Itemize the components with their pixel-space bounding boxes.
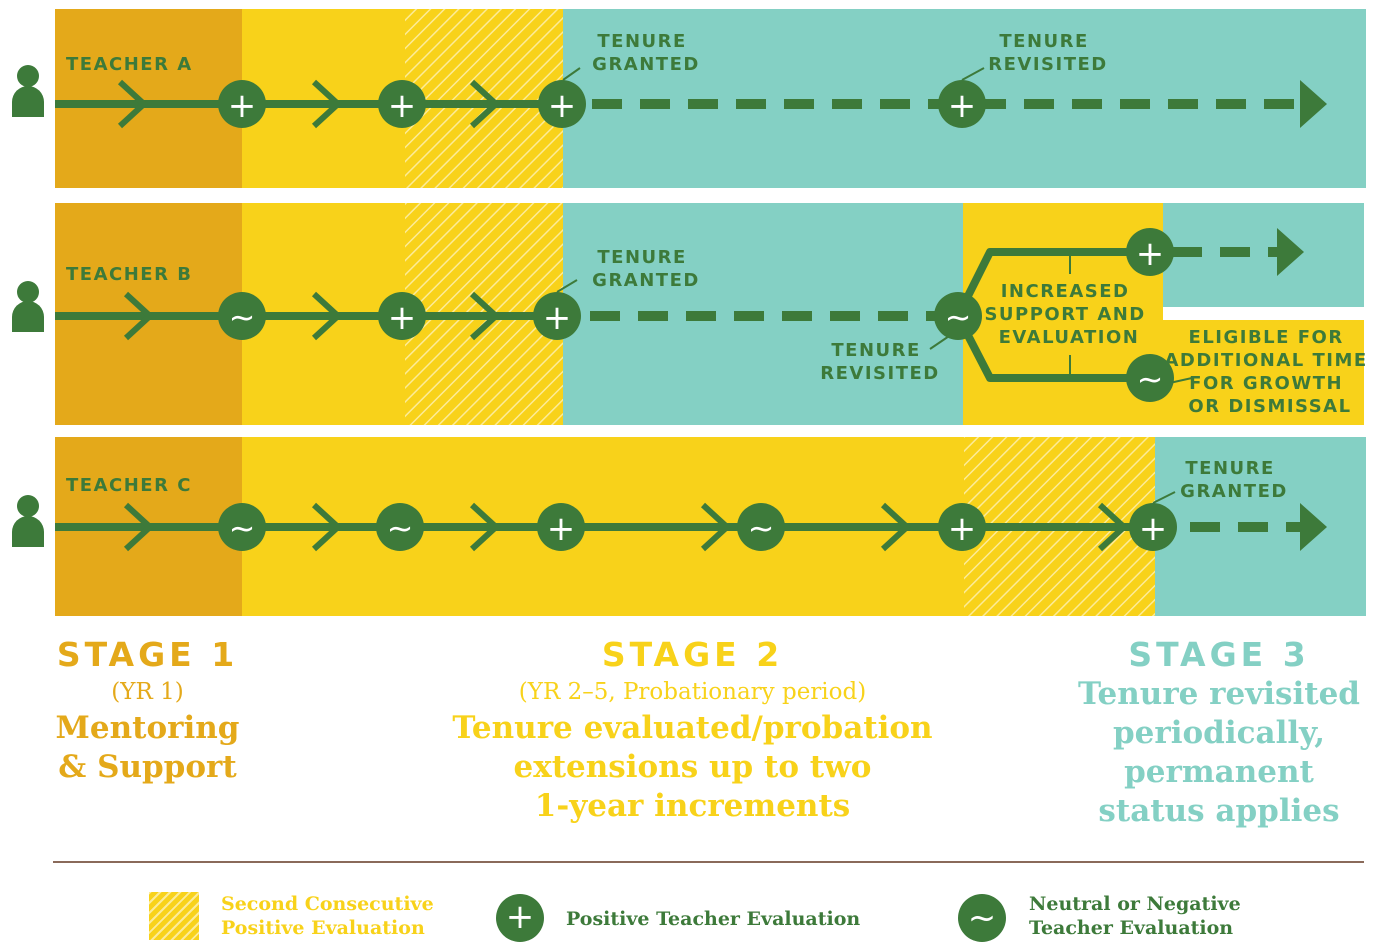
svg-text:~: ~ xyxy=(945,298,972,336)
legend-hatched-line: Positive Evaluation xyxy=(221,917,425,939)
stage-2-subtitle: (YR 2–5, Probationary period) xyxy=(518,679,867,705)
stage-1-description-line: Mentoring xyxy=(55,710,240,746)
tenure-granted-label-c: TENURE GRANTED xyxy=(1180,458,1288,502)
legend-neutral-line: Neutral or Negative xyxy=(1029,893,1241,915)
stage-1-title: STAGE 1 xyxy=(56,635,239,674)
teacher-b-label: TEACHER B xyxy=(66,264,192,285)
divider xyxy=(53,861,1364,863)
svg-text:+: + xyxy=(948,509,977,549)
neutral-eval-icon: ~ xyxy=(376,503,424,551)
positive-eval-icon: + xyxy=(378,80,426,128)
stage-2-description-line: extensions up to two xyxy=(513,749,872,785)
positive-eval-icon: + xyxy=(1126,228,1174,276)
neutral-legend-icon: ~ xyxy=(958,894,1006,942)
svg-text:+: + xyxy=(548,86,577,126)
stage-3-title: STAGE 3 xyxy=(1128,635,1310,674)
person-icon xyxy=(12,495,44,547)
stage-3-description-line: permanent xyxy=(1124,754,1314,790)
svg-text:~: ~ xyxy=(229,509,256,547)
tenure-revisited-label-a: TENURE REVISITED xyxy=(988,31,1107,75)
svg-text:+: + xyxy=(547,509,576,549)
stage-2-title: STAGE 2 xyxy=(601,635,784,674)
row-a-background xyxy=(55,9,1366,188)
legend-positive-label: Positive Teacher Evaluation xyxy=(566,908,861,930)
person-icon xyxy=(12,281,44,332)
neutral-eval-icon: ~ xyxy=(934,292,982,340)
hatched-swatch xyxy=(149,892,199,940)
legend-hatched-line: Second Consecutive xyxy=(221,893,434,915)
person-icon xyxy=(12,65,44,117)
neutral-eval-icon: ~ xyxy=(1126,354,1174,402)
eligible-label: ELIGIBLE FOR ADDITIONAL TIME FOR GROWTH … xyxy=(1165,327,1376,417)
svg-text:+: + xyxy=(1136,234,1165,274)
tenure-revisited-label-b: TENURE REVISITED xyxy=(820,340,939,384)
stage-2-block: STAGE 2 (YR 2–5, Probationary period) Te… xyxy=(430,635,955,826)
svg-text:+: + xyxy=(1139,509,1168,549)
tenure-granted-label-a: TENURE GRANTED xyxy=(592,31,700,75)
legend-neutral-line: Teacher Evaluation xyxy=(1029,917,1234,939)
legend-neutral-label: Neutral or Negative Teacher Evaluation xyxy=(1029,892,1241,940)
positive-eval-icon: + xyxy=(538,80,586,128)
stage-1-description-line: & Support xyxy=(58,749,237,785)
positive-eval-icon: + xyxy=(938,80,986,128)
positive-eval-icon: + xyxy=(537,503,585,551)
svg-text:~: ~ xyxy=(1137,360,1164,398)
svg-text:~: ~ xyxy=(387,509,414,547)
positive-eval-icon: + xyxy=(533,292,581,340)
svg-text:+: + xyxy=(228,86,257,126)
positive-eval-icon: + xyxy=(938,503,986,551)
positive-eval-icon: + xyxy=(378,292,426,340)
stage-2-description-line: Tenure evaluated/probation xyxy=(452,710,933,746)
stage-3-description-line: status applies xyxy=(1098,793,1340,829)
legend-hatched-label: Second Consecutive Positive Evaluation xyxy=(221,892,434,940)
teacher-c-label: TEACHER C xyxy=(66,475,192,496)
neutral-eval-icon: ~ xyxy=(218,292,266,340)
svg-text:~: ~ xyxy=(748,509,775,547)
positive-eval-icon: + xyxy=(218,80,266,128)
positive-legend-icon: + xyxy=(496,894,544,942)
svg-text:+: + xyxy=(388,86,417,126)
stage-1-block: STAGE 1 (YR 1) Mentoring & Support xyxy=(40,635,255,787)
stage-3-description-line: periodically, xyxy=(1113,715,1325,751)
neutral-eval-icon: ~ xyxy=(218,503,266,551)
svg-text:+: + xyxy=(543,298,572,338)
svg-text:+: + xyxy=(388,298,417,338)
increased-support-label: INCREASED SUPPORT AND EVALUATION xyxy=(984,281,1153,348)
positive-eval-icon: + xyxy=(1129,503,1177,551)
stage-3-block: STAGE 3 Tenure revisited periodically, p… xyxy=(1070,635,1368,831)
tenure-granted-label-b: TENURE GRANTED xyxy=(592,247,700,291)
teacher-a-label: TEACHER A xyxy=(66,54,193,75)
svg-text:+: + xyxy=(948,86,977,126)
stage-2-description-line: 1-year increments xyxy=(534,788,851,824)
stage-3-description-line: Tenure revisited xyxy=(1078,676,1360,712)
stage-1-subtitle: (YR 1) xyxy=(111,679,184,705)
svg-text:~: ~ xyxy=(229,298,256,336)
neutral-eval-icon: ~ xyxy=(737,503,785,551)
